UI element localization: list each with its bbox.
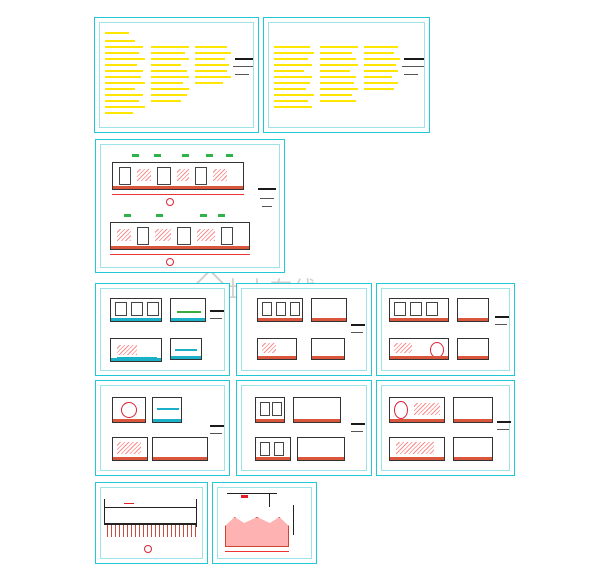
sheet-room-a[interactable] — [95, 283, 230, 376]
elevation-view — [170, 298, 206, 322]
elevation-view — [152, 397, 182, 423]
sheet-border — [241, 385, 367, 471]
elevation-view — [110, 298, 162, 322]
elevation-view — [112, 397, 146, 423]
sheet-border — [217, 487, 312, 559]
sheet-section[interactable] — [95, 482, 208, 564]
sheet-room-f[interactable] — [376, 380, 515, 476]
elevation-view — [457, 338, 489, 360]
elevation-view — [257, 338, 297, 360]
sheet-border — [100, 487, 203, 559]
sheet-room-c[interactable] — [376, 283, 515, 376]
sheet-notes-2[interactable] — [263, 17, 430, 133]
sheet-border — [268, 22, 425, 128]
sheet-room-b[interactable] — [236, 283, 372, 376]
elevation-view — [170, 338, 202, 360]
sheet-border — [100, 144, 280, 268]
sheet-border — [100, 385, 225, 471]
elevation-view — [389, 298, 449, 322]
elevation-view — [293, 397, 341, 423]
elevation-view — [257, 298, 303, 322]
elevation-view — [297, 437, 345, 461]
sheet-room-d[interactable] — [95, 380, 230, 476]
elevation-view — [255, 437, 291, 461]
sheet-border — [241, 288, 367, 371]
elevation-view — [453, 437, 493, 461]
sheet-room-e[interactable] — [236, 380, 372, 476]
elevation-view — [457, 298, 489, 322]
sheet-border — [100, 288, 225, 371]
sheet-border — [381, 288, 510, 371]
elevation-view — [389, 338, 449, 360]
sheet-plan[interactable] — [212, 482, 317, 564]
elevation-view — [389, 397, 445, 423]
sheet-notes-1[interactable] — [94, 17, 259, 133]
elevation-view — [453, 397, 493, 423]
sheet-border — [381, 385, 510, 471]
elevation-view — [311, 338, 345, 360]
elevation-view — [389, 437, 445, 461]
sheet-elevation-long[interactable] — [95, 139, 285, 273]
sheet-border — [99, 22, 254, 128]
elevation-view — [311, 298, 347, 322]
elevation-view — [110, 338, 162, 362]
elevation-view — [152, 437, 208, 461]
elevation-view — [255, 397, 285, 423]
elevation-view — [112, 437, 148, 461]
